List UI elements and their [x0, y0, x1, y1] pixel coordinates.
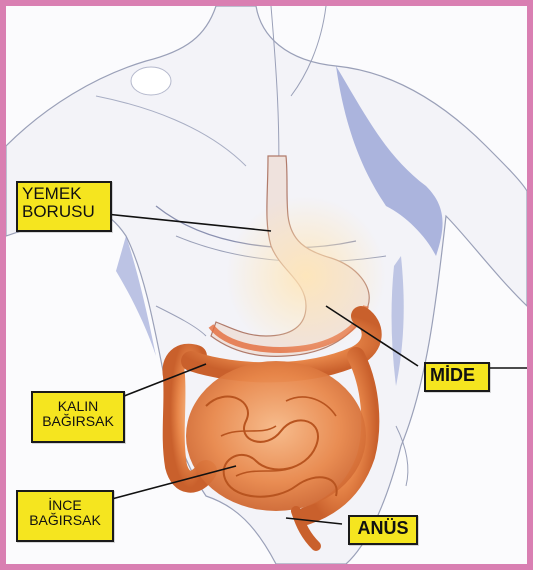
label-large-intestine-line1: KALIN	[37, 399, 119, 414]
label-small-intestine: İNCE BAĞIRSAK	[16, 490, 114, 542]
label-stomach: MİDE	[424, 362, 490, 392]
label-stomach-text: MİDE	[430, 366, 484, 385]
label-small-intestine-line2: BAĞIRSAK	[22, 513, 108, 528]
label-large-intestine-line2: BAĞIRSAK	[37, 414, 119, 429]
label-esophagus: YEMEK BORUSU	[16, 181, 112, 232]
label-esophagus-line1: YEMEK	[22, 185, 106, 203]
anatomy-illustration	[6, 6, 527, 564]
label-anus: ANÜS	[348, 515, 418, 545]
label-esophagus-line2: BORUSU	[22, 203, 106, 221]
label-large-intestine: KALIN BAĞIRSAK	[31, 391, 125, 443]
label-anus-text: ANÜS	[354, 519, 412, 538]
label-small-intestine-line1: İNCE	[22, 498, 108, 513]
